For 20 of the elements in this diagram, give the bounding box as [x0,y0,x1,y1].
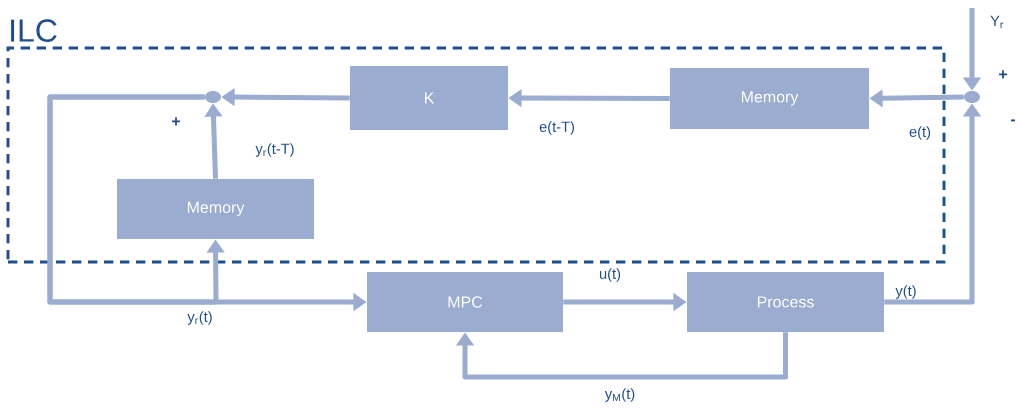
arrow [455,332,788,380]
node-label: ILC [11,19,57,42]
edge-label: y(t) [895,285,916,299]
sign-label: + [172,117,181,126]
edge-label: u(t) [599,268,621,282]
block-box: Memory [117,179,314,239]
block-box: Process [687,272,884,332]
block-box: K [350,66,508,130]
edge-label: e(t) [909,126,931,140]
edge-label: y$_{r}$(t-T) [255,143,294,157]
sign-label: - [1010,119,1016,122]
summing-junction [205,91,221,103]
edge-label: Y$_{r}$ [990,15,1004,29]
block-box: MPC [367,272,563,332]
block-box: Memory [670,68,869,129]
edge-label: y$_{M}$(t) [604,388,635,402]
edge-label: y$_{r}$(t) [187,311,212,325]
summing-junction [964,91,980,103]
edge-label: e(t-T) [539,121,574,135]
sign-label: + [999,70,1008,79]
